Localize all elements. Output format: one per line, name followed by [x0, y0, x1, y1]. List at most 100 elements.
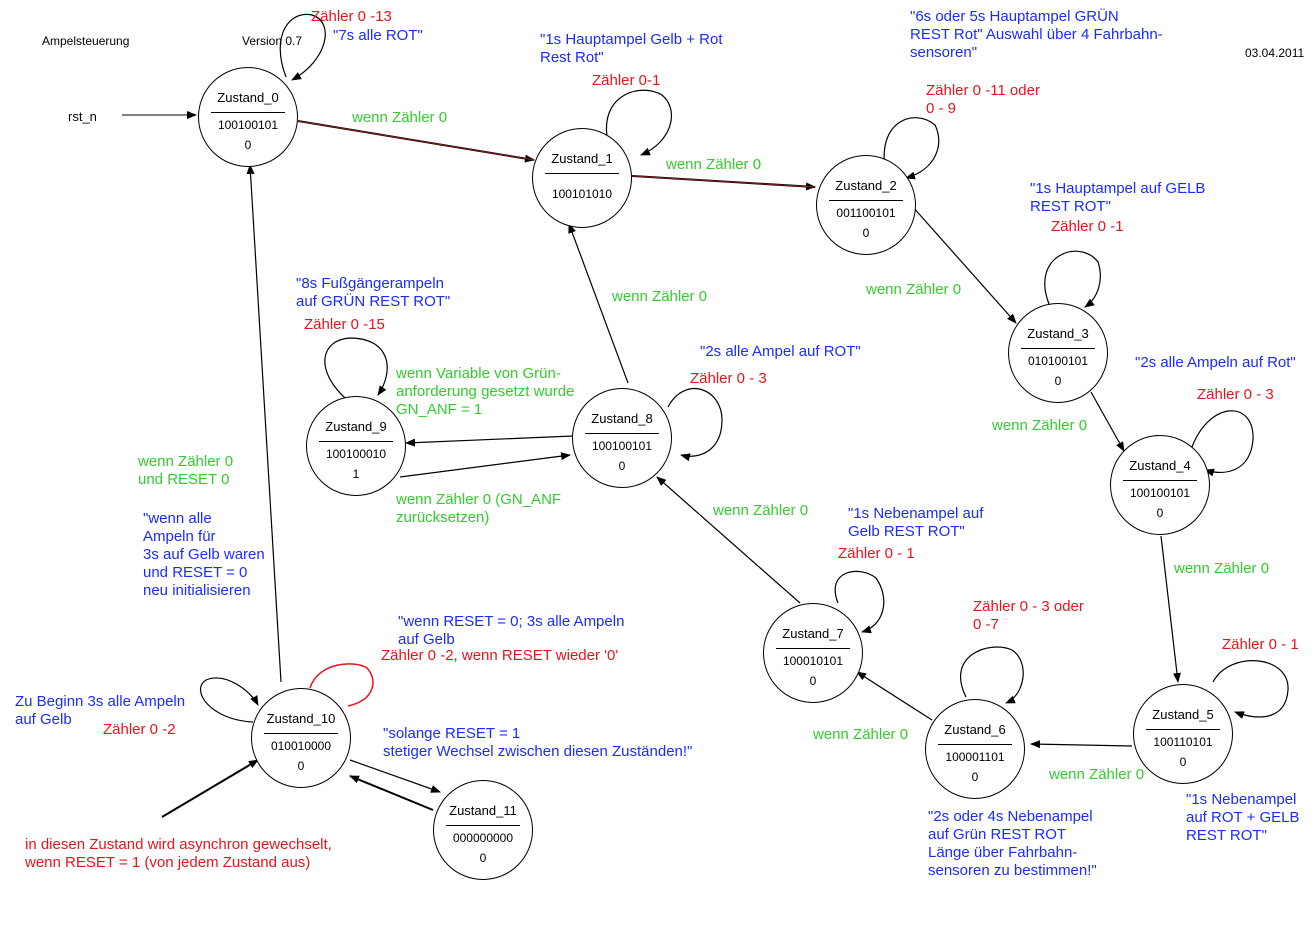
- self-loop-9: [324, 337, 388, 399]
- state-output: 0: [862, 226, 870, 240]
- state-output: 0: [479, 851, 487, 865]
- state-name: Zustand_2: [835, 178, 897, 193]
- state-name: Zustand_11: [449, 803, 517, 818]
- state-name: Zustand_3: [1027, 326, 1089, 341]
- state-output: 0: [971, 770, 979, 784]
- comment-label-0: "7s alle ROT": [333, 27, 423, 44]
- state-code: 100100101: [217, 118, 279, 132]
- edge-3-4: [1090, 391, 1125, 452]
- self-loop-10-red: [309, 663, 374, 707]
- comment-label-10b: Zu Beginn 3s alle Ampeln auf Gelb: [15, 693, 186, 728]
- state-2: Zustand_2 001100101 0: [816, 155, 916, 255]
- state-output: 0: [809, 674, 817, 688]
- counter-label-7: Zähler 0 - 1: [838, 545, 915, 562]
- state-output: 0: [1156, 506, 1164, 520]
- edge-10-11: [349, 759, 441, 793]
- condition-label-3-4: wenn Zähler 0: [992, 417, 1088, 434]
- state-name: Zustand_5: [1152, 707, 1214, 722]
- counter-label-8: Zähler 0 - 3: [690, 370, 767, 387]
- state-name: Zustand_9: [325, 419, 387, 434]
- state-3: Zustand_3 010100101 0: [1008, 303, 1108, 403]
- state-output: 0: [297, 759, 305, 773]
- condition-label-4-5: wenn Zähler 0: [1174, 560, 1270, 577]
- edge-5-6: [1030, 740, 1133, 749]
- edge-9-8: [399, 452, 571, 478]
- edge-4-5: [1160, 535, 1181, 683]
- condition-label-1-2: wenn Zähler 0: [666, 156, 762, 173]
- comment-label-6: "2s oder 4s Nebenampel auf Grün REST ROT…: [928, 808, 1097, 879]
- condition-label-2-3: wenn Zähler 0: [866, 281, 962, 298]
- condition-label-8-9: wenn Variable von Grün- anforderung gese…: [396, 365, 575, 418]
- comment-label-8: "2s alle Ampel auf ROT": [700, 343, 861, 360]
- state-10: Zustand_10 010010000 0: [251, 688, 351, 788]
- self-loop-3: [1044, 250, 1101, 308]
- condition-label-9-8: wenn Zähler 0 (GN_ANF zurücksetzen): [396, 491, 562, 526]
- state-1: Zustand_1 100101010: [532, 128, 632, 228]
- comment-label-3: "1s Hauptampel auf GELB REST ROT": [1030, 180, 1206, 215]
- self-loop-6: [959, 646, 1024, 704]
- self-loop-10: [200, 677, 259, 723]
- state-code: 001100101: [836, 206, 896, 220]
- state-output: 0: [1054, 374, 1062, 388]
- comment-label-4: "2s alle Ampeln auf Rot": [1135, 354, 1296, 371]
- counter-label-2: Zähler 0 -11 oder 0 - 9: [926, 82, 1040, 117]
- state-output: 0: [244, 138, 252, 152]
- state-name: Zustand_4: [1129, 458, 1191, 473]
- counter-label-5: Zähler 0 - 1: [1222, 636, 1299, 653]
- state-code: 010100101: [1027, 354, 1089, 368]
- state-code: 100101010: [551, 187, 613, 201]
- state-code: 010010000: [270, 739, 332, 753]
- date-label: 03.04.2011: [1245, 46, 1305, 60]
- version-label: Version 0.7: [242, 34, 303, 48]
- state-5: Zustand_5 100110101 0: [1133, 684, 1233, 784]
- state-7: Zustand_7 100010101 0: [763, 603, 863, 703]
- state-name: Zustand_10: [266, 711, 336, 726]
- state-output: 1: [352, 467, 360, 481]
- edge-11-10: [349, 775, 434, 811]
- comment-label-1: "1s Hauptampel Gelb + Rot Rest Rot": [540, 31, 723, 66]
- comment-label-2: "6s oder 5s Hauptampel GRÜN REST Rot" Au…: [910, 8, 1163, 61]
- counter-label-10b: Zähler 0 -2: [103, 721, 176, 738]
- diagram-title: Ampelsteuerung: [42, 34, 130, 48]
- state-name: Zustand_8: [591, 411, 653, 426]
- state-code: 100100101: [1129, 486, 1191, 500]
- state-code: 000000000: [452, 831, 514, 845]
- comment-label-10-0: "wenn alle Ampeln für 3s auf Gelb waren …: [143, 510, 265, 599]
- counter-label-0: Zähler 0 -13: [311, 8, 392, 25]
- counter-label-9: Zähler 0 -15: [304, 316, 385, 333]
- comment-label-9: "8s Fußgängerampeln auf GRÜN REST ROT": [296, 275, 451, 310]
- state-6: Zustand_6 100001101 0: [925, 699, 1025, 799]
- comment-label-10-11: "solange RESET = 1 stetiger Wechsel zwis…: [383, 725, 693, 760]
- condition-label-5-6: wenn Zähler 0: [1049, 766, 1145, 783]
- state-code: 100100010: [325, 447, 387, 461]
- self-loop-7: [834, 570, 885, 634]
- self-loop-8: [667, 388, 723, 462]
- state-code: 100110101: [1153, 735, 1213, 749]
- reset-signal-label: rst_n: [68, 109, 97, 124]
- state-11: Zustand_11 000000000 0: [433, 780, 533, 880]
- edge-6-7: [856, 671, 933, 721]
- state-name: Zustand_6: [944, 722, 1006, 737]
- condition-label-0-1: wenn Zähler 0: [352, 109, 448, 126]
- condition-label-10-0: wenn Zähler 0 und RESET 0: [138, 453, 234, 488]
- self-loop-2: [883, 117, 940, 180]
- counter-label-1: Zähler 0-1: [592, 72, 661, 89]
- state-4: Zustand_4 100100101 0: [1110, 435, 1210, 535]
- state-0: Zustand_0 100100101 0: [198, 67, 298, 167]
- edge-8-1: [568, 223, 629, 384]
- counter-label-4: Zähler 0 - 3: [1197, 386, 1274, 403]
- state-name: Zustand_7: [782, 626, 844, 641]
- counter-label-10a: Zähler 0 -2, wenn RESET wieder '0': [381, 647, 619, 664]
- self-loop-4: [1191, 410, 1254, 477]
- edge-2-3: [911, 205, 1017, 324]
- self-loop-0: [279, 13, 326, 81]
- self-loop-5: [1212, 660, 1289, 719]
- state-output: 0: [618, 459, 626, 473]
- counter-label-3: Zähler 0 -1: [1051, 218, 1124, 235]
- edge-7-8: [656, 476, 801, 604]
- state-name: Zustand_1: [551, 151, 613, 166]
- condition-label-8-1: wenn Zähler 0: [612, 288, 708, 305]
- state-8: Zustand_8 100100101 0: [572, 388, 672, 488]
- state-code: 100001101: [945, 750, 1005, 764]
